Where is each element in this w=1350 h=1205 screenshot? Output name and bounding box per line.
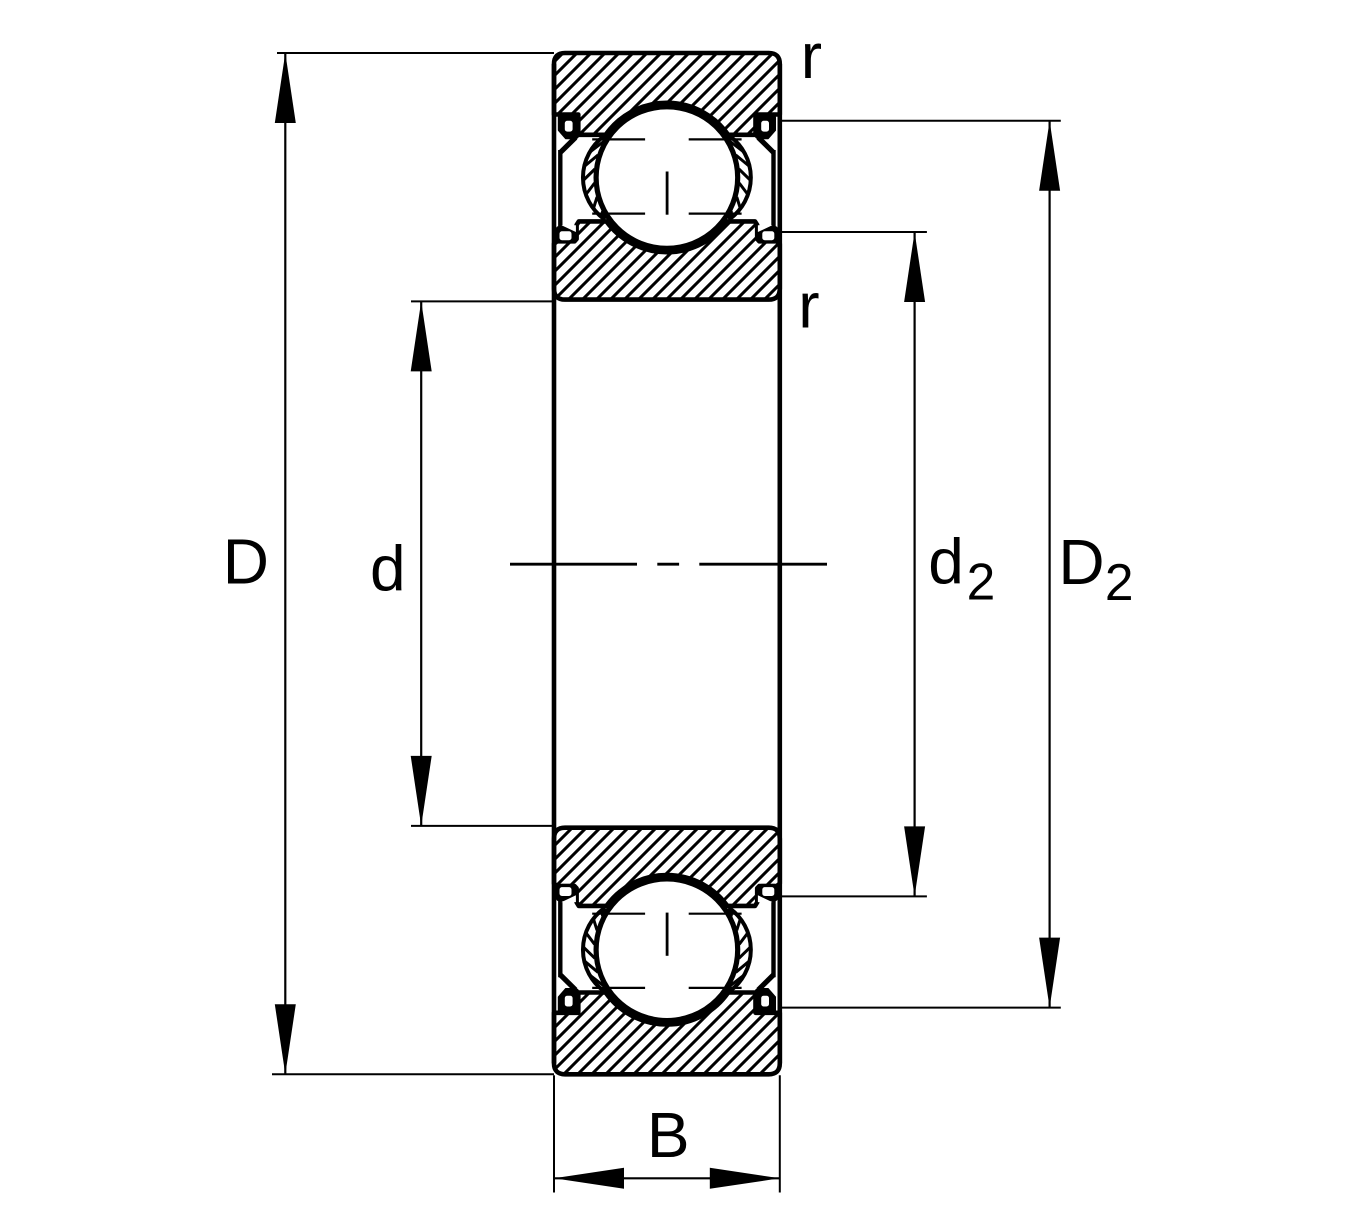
svg-text:d: d <box>370 533 406 605</box>
svg-text:D: D <box>1058 526 1104 598</box>
svg-text:r: r <box>801 20 822 92</box>
svg-text:B: B <box>647 1099 690 1171</box>
svg-text:2: 2 <box>1105 553 1134 611</box>
svg-text:d: d <box>928 526 964 598</box>
svg-text:r: r <box>798 270 819 342</box>
svg-text:2: 2 <box>967 552 996 610</box>
svg-text:D: D <box>223 526 269 598</box>
